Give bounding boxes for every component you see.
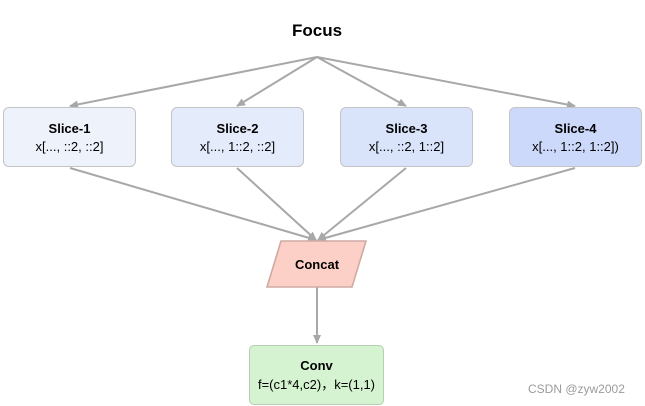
arrow-focus-to-slice-3	[316, 56, 407, 107]
slice-1-node: Slice-1 x[..., ::2, ::2]	[3, 107, 136, 167]
slice-2-name: Slice-2	[216, 121, 259, 136]
conv-node: Conv f=(c1*4,c2)，k=(1,1)	[249, 345, 384, 405]
arrow-focus-to-slice-1	[69, 56, 318, 109]
watermark: CSDN @zyw2002	[528, 382, 625, 396]
arrow-slice-2-to-concat	[236, 167, 317, 241]
slice-2-expression: x[..., 1::2, ::2]	[199, 139, 276, 154]
arrow-slice-3-to-concat	[317, 167, 407, 241]
concat-node	[265, 240, 368, 288]
slice-1-expression: x[..., ::2, ::2]	[35, 139, 104, 154]
arrow-slice-4-to-concat	[317, 167, 576, 242]
slice-4-name: Slice-4	[554, 121, 597, 136]
arrow-focus-to-slice-4	[316, 56, 576, 109]
slice-2-node: Slice-2 x[..., 1::2, ::2]	[171, 107, 304, 167]
arrow-slice-1-to-concat	[69, 167, 317, 242]
conv-name: Conv	[300, 358, 333, 373]
slice-4-node: Slice-4 x[..., 1::2, 1::2])	[509, 107, 642, 167]
arrow-focus-to-slice-2	[236, 56, 318, 107]
conv-formula: f=(c1*4,c2)，k=(1,1)	[257, 377, 376, 392]
slice-3-name: Slice-3	[385, 121, 428, 136]
focus-title: Focus	[291, 21, 343, 40]
slice-4-expression: x[..., 1::2, 1::2])	[532, 139, 619, 154]
slice-3-node: Slice-3 x[..., ::2, 1::2]	[340, 107, 473, 167]
slice-3-expression: x[..., ::2, 1::2]	[368, 139, 445, 154]
slice-1-name: Slice-1	[48, 121, 91, 136]
concat-label: Concat	[294, 257, 340, 272]
